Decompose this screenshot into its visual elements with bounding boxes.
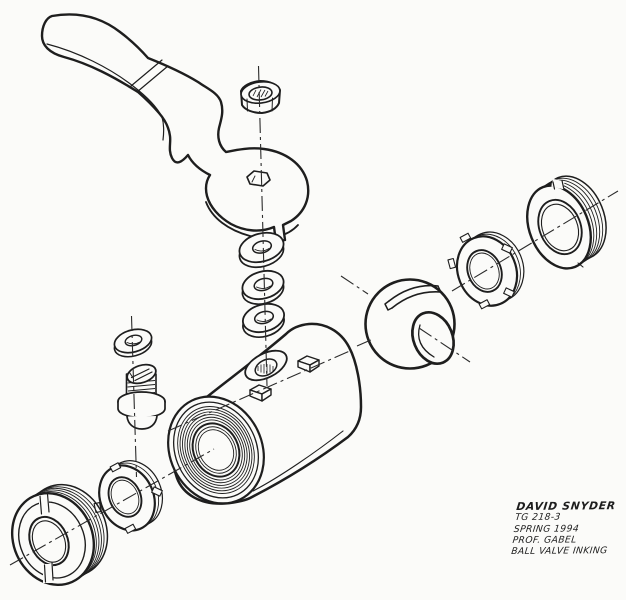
main-axis-centerline [451, 190, 619, 292]
title-block-term: SPRING 1994 [513, 523, 580, 535]
title-block-title: BALL VALVE INKING [510, 545, 609, 558]
ring-notches [447, 232, 515, 310]
stem-washer-stack [238, 231, 285, 338]
gland-washer [113, 328, 153, 358]
bolt-axis-centerline [130, 315, 138, 478]
centerlines [9, 65, 619, 566]
washer [238, 231, 285, 269]
ring-notches [93, 462, 163, 534]
title-block-author: DAVID SNYDER [515, 499, 617, 513]
ball-bore [411, 311, 455, 365]
seat-retainer-ring-right [447, 231, 525, 310]
threaded-end-cap-left [10, 483, 109, 587]
valve-stem-bolt [117, 363, 166, 430]
ball-bore-centerline [418, 327, 471, 363]
ball [364, 278, 456, 370]
main-axis-centerline [167, 349, 353, 432]
main-axis-centerline [9, 448, 215, 566]
main-axis-centerline [356, 338, 373, 347]
seat-retainer-ring-left [93, 460, 163, 534]
handle-lever [40, 13, 310, 244]
cap-notch [551, 178, 565, 190]
stem-axis-centerline [257, 65, 268, 387]
handle-stop-lug [249, 384, 272, 402]
ball-bore-centerline [340, 275, 369, 295]
stem-hex-nut [240, 80, 281, 114]
title-block-course: TG 218-3 [514, 511, 562, 524]
ball-stem-slot [384, 284, 442, 311]
cap-slot [39, 493, 54, 583]
handle-stem-slot [246, 170, 271, 187]
valve-body [167, 322, 363, 505]
title-block-professor: PROF. GABEL [511, 534, 578, 546]
washer [241, 269, 285, 305]
washer [242, 302, 285, 338]
title-block: DAVID SNYDER TG 218-3 SPRING 1994 PROF. … [510, 499, 626, 558]
